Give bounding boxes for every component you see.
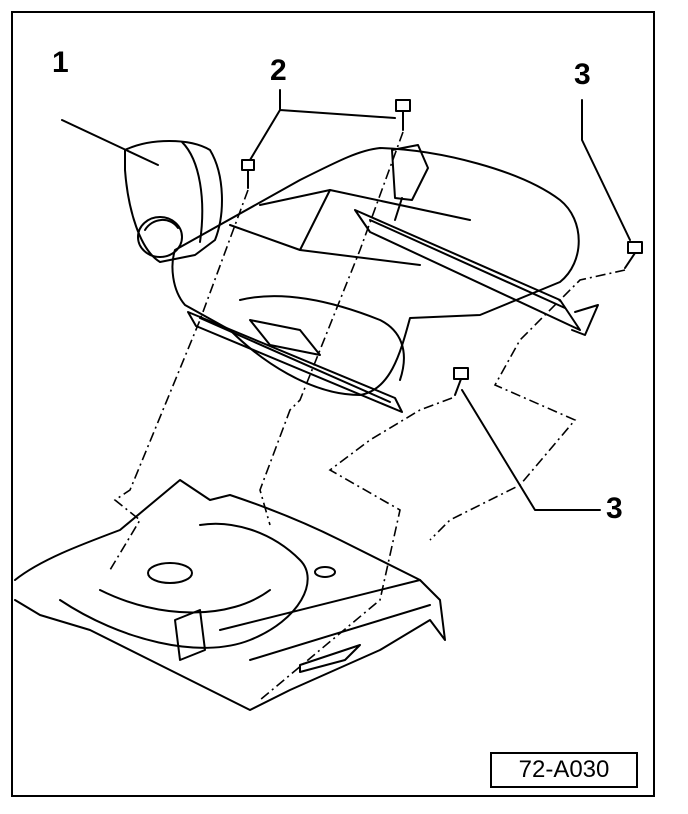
seat-cushion-front [239,295,405,381]
callout-1-label: 1 [52,46,69,79]
vehicle-floor-tunnel [59,522,309,649]
align-line-front-right [259,131,404,526]
rail-handle [571,304,599,336]
seat-belt-buckle [391,144,429,201]
diagram-frame [11,11,655,797]
floor-drain-hole [147,562,193,584]
seat-rail-left [187,311,403,413]
seat-rail-right-inner [369,219,566,309]
floor-sill [299,644,361,673]
vehicle-floor-ridge [99,589,271,614]
floor-mount-hole-right [314,566,336,578]
leader-3-upper [581,99,631,241]
floor-bracket [174,609,206,661]
leader-3-lower [461,389,601,511]
leader-1 [61,119,159,166]
figure-code-badge: 72-A030 [490,752,638,788]
vehicle-floor-outline [14,479,446,711]
bolt-rear-left [453,367,469,396]
callout-3-upper-label: 3 [574,58,591,91]
callout-3-lower-label: 3 [606,492,623,525]
seat-cushion-seam-2 [259,189,471,221]
seat-cushion-seam-1 [229,224,421,266]
seat-cushion [171,147,580,396]
callout-2-label: 2 [270,54,287,87]
bolt-front-left [241,159,255,189]
align-line-front-left [109,189,249,571]
floor-crossmember [219,579,431,661]
seat-rail-left-inner [199,317,391,403]
bolt-rear-right [624,241,643,269]
seat-belt-buckle-stem [394,197,403,221]
seat-cushion-seam-3 [299,189,331,251]
align-line-rear-right [429,269,626,541]
seat-backrest-edge [181,141,204,243]
recliner-knob [137,216,183,258]
recliner-knob-detail [144,219,179,231]
bolt-front-right [395,99,411,131]
seat-rail-right [354,209,581,331]
align-line-rear-left [259,397,453,701]
leader-2 [249,89,396,161]
seat-backrest [124,140,223,263]
seat-rail-mechanism [249,319,321,356]
